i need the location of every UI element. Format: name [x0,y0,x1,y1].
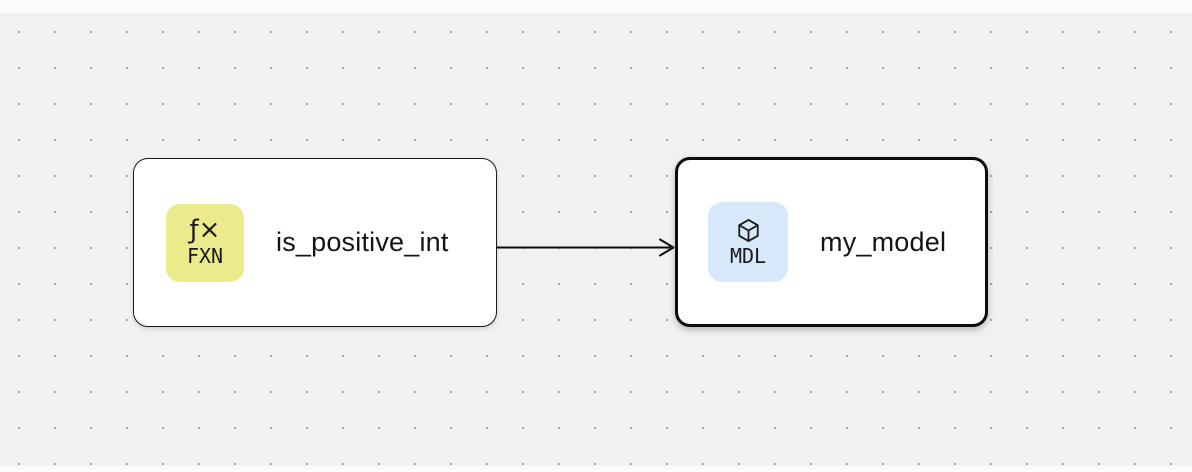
node-label: my_model [820,226,947,257]
node-my-model[interactable]: MDL my_model [675,157,988,327]
function-type-badge: ƒ× FXN [166,203,244,282]
arrowhead-icon [659,238,675,257]
cube-icon [737,218,759,242]
canvas-bottom-edge [0,466,1192,472]
canvas-top-edge [0,0,1192,13]
node-label: is_positive_int [276,227,449,257]
badge-abbrev-fxn: FXN [186,243,224,268]
edge-fxn-to-mdl[interactable] [497,238,675,257]
function-icon: ƒ× [189,215,221,246]
node-is-positive-int[interactable]: ƒ× FXN is_positive_int [133,158,497,327]
model-type-badge: MDL [708,202,788,282]
badge-abbrev-mdl: MDL [729,243,767,268]
